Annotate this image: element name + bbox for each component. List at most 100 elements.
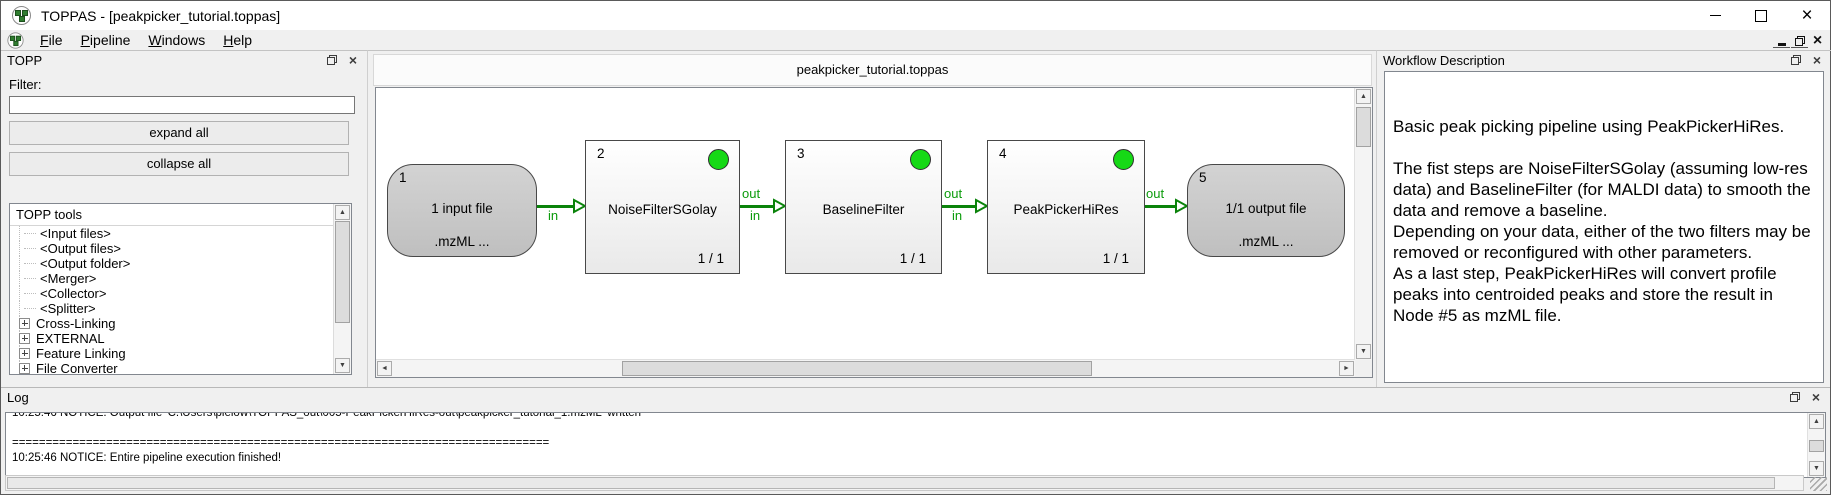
tool-group-cross-linking[interactable]: Cross-Linking <box>10 316 351 331</box>
node-subtitle: .mzML ... <box>434 234 490 249</box>
mdi-minimize-button[interactable] <box>1773 32 1790 48</box>
scroll-thumb[interactable] <box>335 221 350 323</box>
node-input-file[interactable]: 1 1 input file .mzML ... <box>387 164 537 257</box>
status-finished-icon <box>1113 149 1134 170</box>
scroll-down-button[interactable]: ▼ <box>335 358 350 373</box>
arrowhead-icon <box>975 198 989 214</box>
float-panel-icon[interactable] <box>326 55 337 65</box>
scroll-down-button[interactable]: ▼ <box>1356 344 1371 359</box>
node-baselinefilter[interactable]: 3 BaselineFilter 1 / 1 <box>785 140 942 274</box>
arrow-down-icon: ▼ <box>339 362 346 369</box>
document-icon <box>7 31 24 49</box>
workflow-description-panel: Workflow Description × Basic peak pickin… <box>1376 50 1831 388</box>
collapse-all-button[interactable]: collapse all <box>9 152 349 176</box>
expand-plus-icon[interactable] <box>19 333 30 344</box>
float-panel-icon[interactable] <box>1790 55 1801 65</box>
tree-branch-icon <box>24 263 36 264</box>
scroll-thumb[interactable] <box>1356 107 1371 147</box>
float-panel-icon[interactable] <box>1789 392 1800 402</box>
node-title: 1 input file <box>431 201 493 216</box>
arrow-right-icon: ► <box>1343 365 1350 372</box>
log-panel-titlebar: Log × <box>1 388 1830 406</box>
tools-scrollbar[interactable]: ▲ ▼ <box>333 204 351 374</box>
log-horizontal-scrollbar[interactable] <box>5 475 1804 491</box>
tree-branch-icon <box>24 248 36 249</box>
tool-group-external[interactable]: EXTERNAL <box>10 331 351 346</box>
arrow-up-icon: ▲ <box>1813 418 1820 425</box>
scroll-left-button[interactable]: ◄ <box>377 361 392 376</box>
scroll-thumb[interactable] <box>1809 440 1824 452</box>
close-panel-icon[interactable]: × <box>1812 52 1821 68</box>
canvas-vertical-scrollbar[interactable]: ▲ ▼ <box>1354 88 1372 360</box>
node-title: PeakPickerHiRes <box>1013 202 1119 217</box>
workflow-subwindow: peakpicker_tutorial.toppas 1 1 input fil… <box>367 50 1377 388</box>
close-panel-icon[interactable]: × <box>348 52 357 68</box>
topp-panel-titlebar: TOPP × <box>1 51 367 69</box>
workflow-canvas[interactable]: 1 1 input file .mzML ... in 2 NoiseFilte… <box>375 87 1373 378</box>
tool-group-file-converter[interactable]: File Converter <box>10 361 351 374</box>
expand-plus-icon[interactable] <box>19 318 30 329</box>
node-progress: 1 / 1 <box>697 251 724 266</box>
scroll-right-button[interactable]: ► <box>1339 361 1354 376</box>
log-vertical-scrollbar[interactable]: ▲ ▼ <box>1807 413 1825 477</box>
app-icon <box>12 6 31 25</box>
resize-grip[interactable] <box>1810 477 1827 491</box>
scroll-down-button[interactable]: ▼ <box>1809 461 1824 476</box>
expand-plus-icon[interactable] <box>19 348 30 359</box>
maximize-button[interactable] <box>1738 1 1784 30</box>
arrow-up-icon: ▲ <box>1360 93 1367 100</box>
node-progress: 1 / 1 <box>1102 251 1129 266</box>
tool-group-feature-linking[interactable]: Feature Linking <box>10 346 351 361</box>
node-number: 2 <box>597 146 605 161</box>
node-number: 4 <box>999 146 1007 161</box>
canvas-horizontal-scrollbar[interactable]: ◄ ► <box>376 359 1355 377</box>
scroll-up-button[interactable]: ▲ <box>1356 89 1371 104</box>
scrollbar-corner <box>1355 360 1372 377</box>
node-output-file[interactable]: 5 1/1 output file .mzML ... <box>1187 164 1345 257</box>
topp-tools-header: TOPP tools <box>10 204 351 226</box>
tool-item-output-folder[interactable]: <Output folder> <box>10 256 351 271</box>
tree-branch-icon <box>24 233 36 234</box>
filter-input[interactable] <box>9 96 355 114</box>
arrow-down-icon: ▼ <box>1360 348 1367 355</box>
description-paragraph: Basic peak picking pipeline using PeakPi… <box>1393 117 1785 136</box>
node-title: BaselineFilter <box>822 202 905 217</box>
expand-all-button[interactable]: expand all <box>9 121 349 145</box>
expand-plus-icon[interactable] <box>19 363 30 374</box>
scroll-up-button[interactable]: ▲ <box>1809 414 1824 429</box>
description-paragraph: As a last step, PeakPickerHiRes will con… <box>1393 264 1777 325</box>
window-title: TOPPAS - [peakpicker_tutorial.toppas] <box>41 7 281 24</box>
log-text-area[interactable]: 10:25:46 NOTICE: Output file 'C:\Users\p… <box>5 412 1826 478</box>
arrowhead-icon <box>573 198 587 214</box>
close-panel-icon[interactable]: × <box>1811 389 1820 405</box>
tool-item-input-files[interactable]: <Input files> <box>10 226 351 241</box>
node-title: NoiseFilterSGolay <box>608 202 717 217</box>
mdi-close-button[interactable]: × <box>1809 32 1826 48</box>
scroll-thumb[interactable] <box>7 477 1775 489</box>
description-text-area[interactable]: Basic peak picking pipeline using PeakPi… <box>1384 71 1824 383</box>
edge-in-label: in <box>548 208 559 223</box>
log-line: 10:25:46 NOTICE: Entire pipeline executi… <box>12 452 282 464</box>
scroll-up-button[interactable]: ▲ <box>335 205 350 220</box>
scroll-thumb[interactable] <box>622 361 1092 376</box>
close-button[interactable]: × <box>1784 1 1830 30</box>
topp-panel-title: TOPP <box>7 52 43 68</box>
tool-item-collector[interactable]: <Collector> <box>10 286 351 301</box>
arrow-left-icon: ◄ <box>381 365 388 372</box>
mdi-restore-icon <box>1794 36 1805 46</box>
node-peakpickerhires[interactable]: 4 PeakPickerHiRes 1 / 1 <box>987 140 1145 274</box>
node-noisefiltersgolay[interactable]: 2 NoiseFilterSGolay 1 / 1 <box>585 140 740 274</box>
tool-item-splitter[interactable]: <Splitter> <box>10 301 351 316</box>
log-line: 10:25:46 NOTICE: Output file 'C:\Users\p… <box>12 412 642 419</box>
description-panel-title: Workflow Description <box>1383 52 1505 68</box>
tool-item-merger[interactable]: <Merger> <box>10 271 351 286</box>
minimize-button[interactable] <box>1692 1 1738 30</box>
tool-item-output-files[interactable]: <Output files> <box>10 241 351 256</box>
edge-out-label: out <box>742 186 761 201</box>
mdi-restore-button[interactable] <box>1791 32 1808 48</box>
